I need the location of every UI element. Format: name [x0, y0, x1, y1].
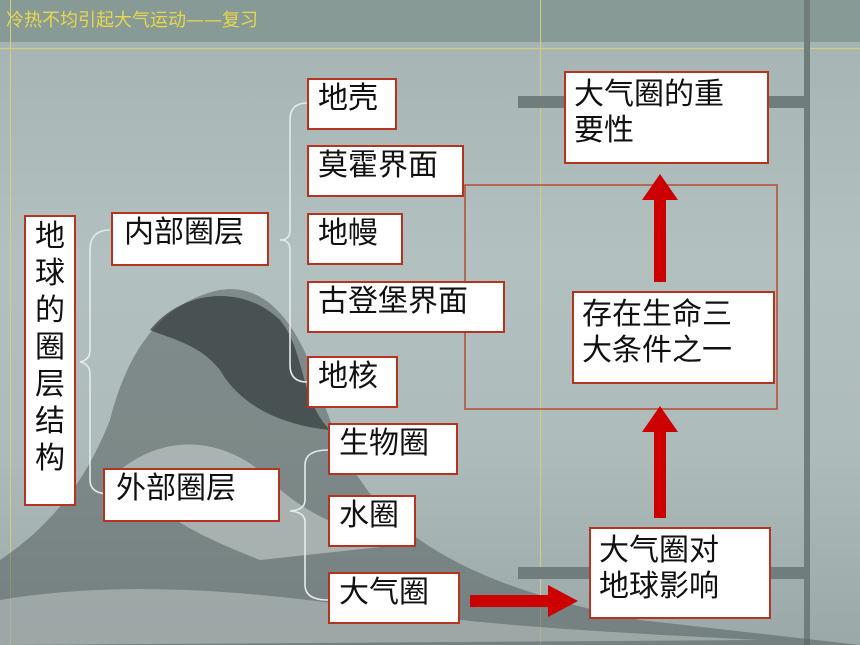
hydrosphere-box: 水圈	[328, 495, 416, 547]
importance-line-1: 大气圈的重	[574, 77, 724, 112]
core-label: 地核	[318, 359, 378, 394]
hydrosphere-label: 水圈	[339, 498, 399, 533]
importance-box: 大气圈的重 要性	[564, 71, 769, 164]
guide-line-right	[540, 0, 541, 645]
crust-label: 地壳	[318, 81, 378, 116]
slide-title: 冷热不均引起大气运动——复习	[6, 10, 258, 31]
root-text: 地球的圈层结构	[35, 219, 65, 476]
mantle-label: 地幔	[318, 216, 378, 251]
condition-line-2: 大条件之一	[582, 333, 732, 368]
guide-line-left	[10, 0, 11, 645]
external-layer-label: 外部圈层	[116, 471, 236, 506]
biosphere-label: 生物圈	[339, 426, 429, 461]
gutenberg-box: 古登堡界面	[307, 281, 505, 333]
biosphere-box: 生物圈	[328, 423, 458, 475]
decor-bar-right	[804, 0, 810, 645]
arrow-up-upper	[642, 174, 678, 282]
title-bar	[0, 0, 860, 42]
moho-box: 莫霍界面	[307, 145, 464, 197]
atmosphere-box: 大气圈	[328, 572, 460, 624]
moho-label: 莫霍界面	[318, 148, 438, 183]
internal-layer-box: 内部圈层	[111, 212, 269, 266]
guide-line-top	[0, 48, 860, 49]
core-box: 地核	[307, 356, 398, 408]
mantle-box: 地幔	[307, 213, 403, 265]
influence-box: 大气圈对 地球影响	[589, 527, 771, 619]
arrow-up-lower	[642, 406, 678, 518]
condition-line-1: 存在生命三	[582, 297, 732, 332]
arrow-right	[470, 585, 578, 617]
influence-line-1: 大气圈对	[599, 533, 719, 568]
root-box: 地球的圈层结构	[24, 215, 76, 506]
crust-box: 地壳	[307, 78, 397, 130]
importance-line-2: 要性	[574, 113, 634, 148]
atmosphere-label: 大气圈	[339, 575, 429, 610]
condition-box: 存在生命三 大条件之一	[572, 291, 775, 384]
gutenberg-label: 古登堡界面	[318, 284, 468, 319]
external-layer-box: 外部圈层	[103, 468, 280, 522]
influence-line-2: 地球影响	[599, 569, 719, 604]
internal-layer-label: 内部圈层	[124, 215, 244, 250]
